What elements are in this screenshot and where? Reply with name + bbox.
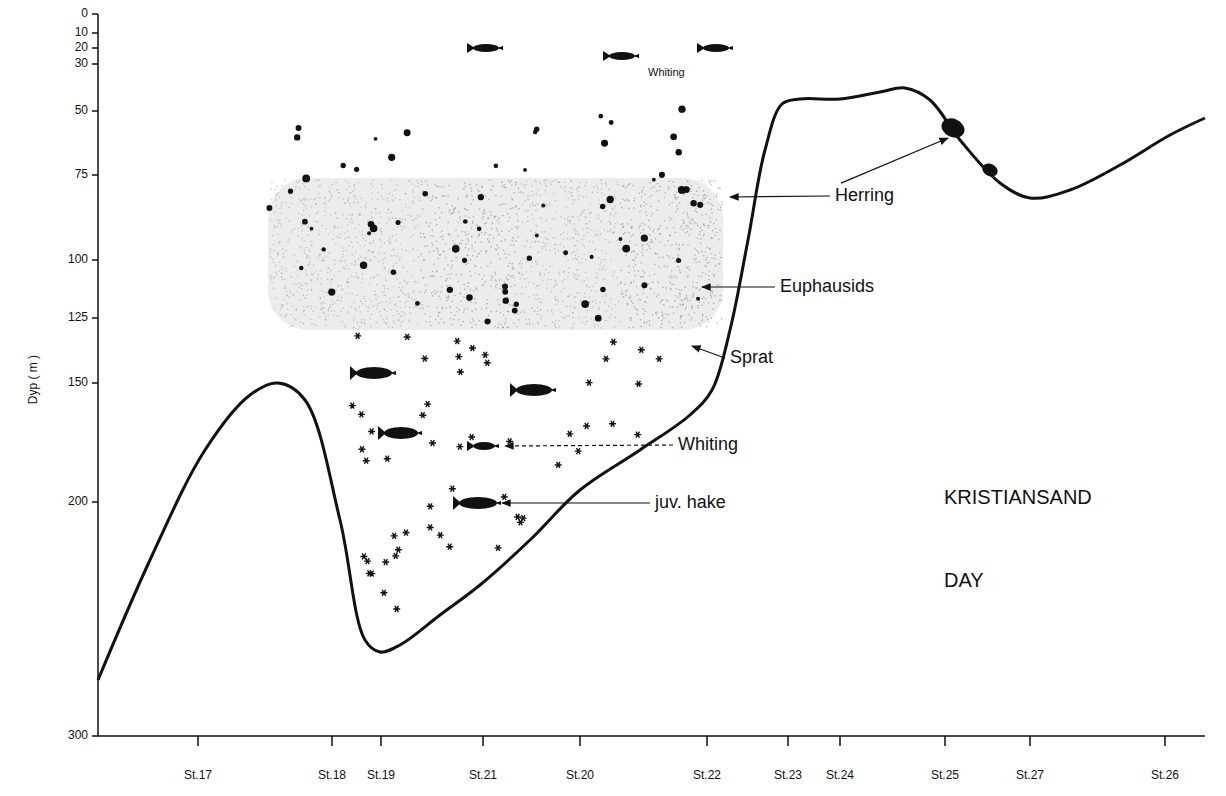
station-label: St.20	[566, 769, 594, 782]
whiting-fish	[510, 383, 556, 397]
leader-arrow	[502, 502, 650, 503]
hake-fish	[453, 496, 501, 510]
depth-tick: 0	[81, 7, 88, 20]
whiting-fish	[697, 43, 733, 53]
station-label: St.27	[1016, 769, 1044, 782]
depth-tick: 125	[68, 311, 88, 324]
leader-arrow	[841, 138, 948, 183]
whiting-fish	[378, 426, 422, 440]
fish-symbols	[350, 43, 733, 510]
depth-tick: 75	[75, 168, 88, 181]
euphausid-ground	[268, 178, 723, 330]
sprat-symbols	[349, 333, 663, 612]
leader-arrow	[692, 346, 725, 358]
whiting-fish	[467, 441, 499, 451]
seabed-profile	[98, 88, 1205, 680]
station-label: St.25	[931, 769, 959, 782]
station-label: St.22	[693, 769, 721, 782]
station-label: St.19	[367, 769, 395, 782]
whiting-fish	[603, 51, 639, 61]
depth-tick: 20	[75, 41, 88, 54]
whiting-fish	[350, 366, 396, 380]
leader-arrow	[505, 445, 673, 446]
species-label: KRISTIANSAND	[944, 486, 1092, 508]
station-label: St.17	[184, 769, 212, 782]
leader-arrow	[702, 286, 775, 287]
station-label: St.23	[774, 769, 802, 782]
axes	[92, 14, 1205, 746]
station-label: St.21	[469, 769, 497, 782]
species-label: DAY	[944, 569, 984, 591]
depth-tick: 30	[75, 57, 88, 70]
herring-dots	[266, 106, 703, 325]
station-label: St.18	[318, 769, 346, 782]
species-label: Herring	[835, 186, 894, 206]
depth-tick: 200	[68, 495, 88, 508]
species-label: Sprat	[730, 348, 773, 368]
species-label: Whiting	[648, 66, 685, 78]
species-label: Whiting	[678, 435, 738, 455]
euphausid-layer	[268, 178, 723, 330]
depth-tick: 50	[75, 104, 88, 117]
leader-arrow	[730, 196, 830, 197]
depth-tick: 100	[68, 253, 88, 266]
whiting-fish	[467, 43, 503, 53]
depth-tick: 300	[68, 729, 88, 742]
axis-title: Dyp ( m )	[27, 355, 40, 404]
depth-tick: 10	[75, 26, 88, 39]
species-label: Euphausids	[780, 277, 874, 297]
depth-tick: 150	[68, 376, 88, 389]
species-label: juv. hake	[655, 493, 726, 513]
station-label: St.24	[826, 769, 854, 782]
station-label: St.26	[1151, 769, 1179, 782]
leader-lines	[502, 138, 948, 503]
